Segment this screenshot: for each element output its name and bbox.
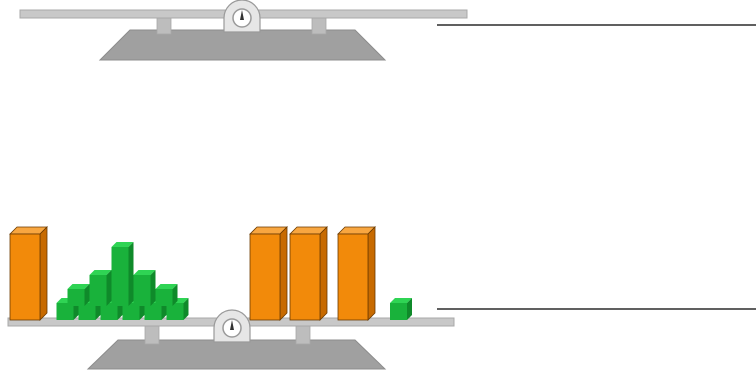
- unit-cube: [390, 298, 412, 320]
- unit-cube: [156, 284, 178, 306]
- bottom-right-pan: [250, 227, 412, 320]
- tens-rod: [290, 227, 327, 320]
- bottom-left-pan: [10, 227, 189, 320]
- top-balance-scale: [20, 0, 467, 60]
- unit-cube: [112, 242, 134, 264]
- tens-rod: [10, 227, 47, 320]
- bottom-scale-dial: [214, 310, 250, 342]
- unit-cube: [134, 270, 156, 292]
- bottom-scale-base: [88, 340, 385, 369]
- bottom-balance-scale: [8, 310, 454, 369]
- top-scale-base: [100, 30, 385, 60]
- unit-cube: [68, 284, 90, 306]
- tens-rod: [338, 227, 375, 320]
- tens-rod: [250, 227, 287, 320]
- unit-cube: [90, 270, 112, 292]
- top-scale-dial: [224, 0, 260, 32]
